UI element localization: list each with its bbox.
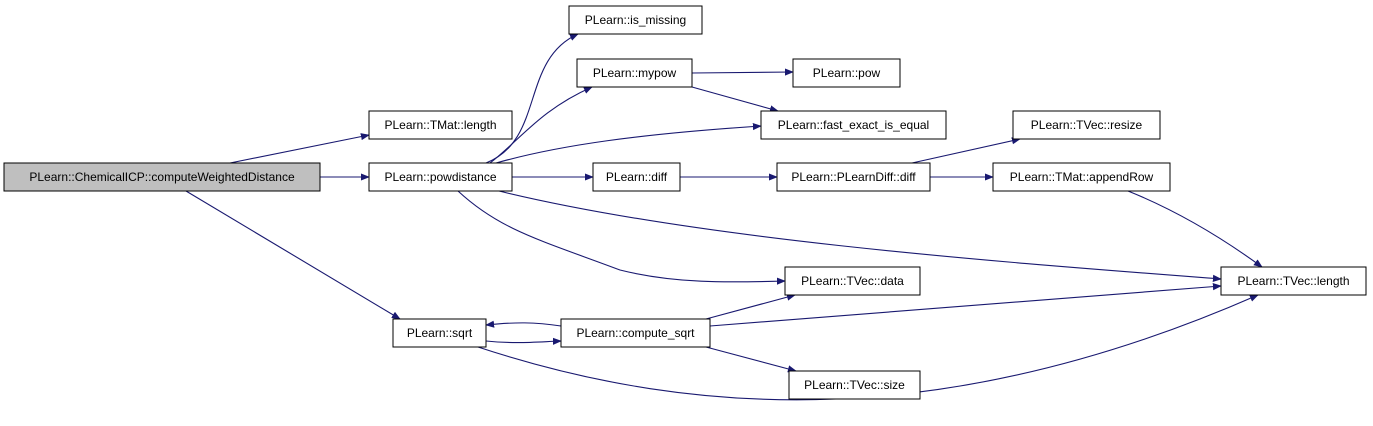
node-box[interactable] [784, 266, 921, 296]
node-label: PLearn::PLearnDiff::diff [791, 170, 916, 184]
node-plearndiff-diff[interactable]: PLearn::PLearnDiff::diff [776, 162, 931, 192]
node-label: PLearn::sqrt [407, 326, 473, 340]
edge-powdistance-to-is-missing [485, 33, 579, 164]
node-label: PLearn::powdistance [384, 170, 496, 184]
edge-compute-sqrt-to-tvec-data [705, 293, 796, 320]
node-sqrt[interactable]: PLearn::sqrt [392, 318, 487, 348]
node-label: PLearn::TVec::size [804, 378, 905, 392]
node-label: PLearn::TVec::resize [1031, 118, 1143, 132]
node-box[interactable] [776, 162, 931, 192]
node-label: PLearn::TVec::data [801, 274, 904, 288]
node-box[interactable] [792, 58, 901, 88]
node-box[interactable] [1012, 110, 1161, 140]
node-box[interactable] [576, 58, 693, 88]
node-box[interactable] [788, 370, 921, 400]
node-tvec-size[interactable]: PLearn::TVec::size [788, 370, 921, 400]
edge-arrow [911, 137, 1021, 164]
node-powdistance[interactable]: PLearn::powdistance [368, 162, 513, 192]
edge-powdistance-to-fast-exact-is-equal [495, 122, 762, 164]
node-diff[interactable]: PLearn::diff [592, 162, 681, 192]
node-label: PLearn::is_missing [585, 13, 686, 27]
edge-tmat-appendrow-to-tvec-length [1127, 190, 1263, 268]
node-box[interactable] [392, 318, 487, 348]
node-label: PLearn::TMat::appendRow [1010, 170, 1154, 184]
node-fast-exact-is-equal[interactable]: PLearn::fast_exact_is_equal [760, 110, 947, 140]
node-label: PLearn::mypow [593, 66, 677, 80]
edge-root-to-tmat-length [229, 133, 370, 164]
node-box[interactable] [368, 162, 513, 192]
node-label: PLearn::TVec::length [1237, 274, 1349, 288]
node-layer: PLearn::ChemicalICP::computeWeightedDist… [3, 5, 1367, 400]
node-box[interactable] [568, 5, 703, 35]
edge-powdistance-to-mypow [489, 86, 593, 164]
edge-arrow [709, 283, 1222, 327]
edge-arrow [485, 320, 562, 328]
node-label: PLearn::pow [813, 66, 881, 80]
node-label: PLearn::fast_exact_is_equal [778, 118, 929, 132]
node-box[interactable] [992, 162, 1171, 192]
node-box[interactable] [592, 162, 681, 192]
edge-powdistance-to-tvec-data [457, 190, 786, 285]
edge-arrow [691, 68, 794, 76]
edge-compute-sqrt-to-tvec-size [705, 346, 797, 373]
edge-plearndiff-diff-to-tvec-resize [911, 137, 1021, 164]
node-box[interactable] [760, 110, 947, 140]
node-box[interactable] [368, 110, 513, 140]
node-label: PLearn::compute_sqrt [576, 326, 695, 340]
edge-arrow [1127, 190, 1263, 268]
node-box[interactable] [560, 318, 711, 348]
edge-root-to-sqrt [185, 190, 401, 320]
edge-mypow-to-pow [691, 68, 794, 76]
edge-arrow [498, 190, 1222, 282]
edge-arrow [495, 122, 762, 164]
node-tvec-resize[interactable]: PLearn::TVec::resize [1012, 110, 1161, 140]
edge-sqrt-to-compute-sqrt [485, 337, 562, 345]
edge-compute-sqrt-to-tvec-length [709, 283, 1222, 327]
edge-arrow [229, 133, 370, 164]
edge-arrow [485, 33, 579, 164]
edge-layer [185, 33, 1263, 401]
edge-arrow [489, 86, 593, 164]
edge-arrow [185, 190, 401, 320]
edge-arrow [691, 86, 779, 113]
node-tmat-length[interactable]: PLearn::TMat::length [368, 110, 513, 140]
edge-compute-sqrt-to-sqrt [485, 320, 562, 328]
edge-arrow [485, 337, 562, 345]
node-label: PLearn::diff [606, 170, 668, 184]
edge-mypow-to-fast-exact-is-equal [691, 86, 779, 113]
node-is-missing[interactable]: PLearn::is_missing [568, 5, 703, 35]
node-tvec-length[interactable]: PLearn::TVec::length [1220, 266, 1367, 296]
node-box[interactable] [1220, 266, 1367, 296]
node-mypow[interactable]: PLearn::mypow [576, 58, 693, 88]
node-box[interactable] [3, 162, 321, 192]
edge-powdistance-to-tvec-length [498, 190, 1222, 282]
edge-arrow [705, 293, 796, 320]
node-pow[interactable]: PLearn::pow [792, 58, 901, 88]
node-label: PLearn::TMat::length [384, 118, 496, 132]
node-label: PLearn::ChemicalICP::computeWeightedDist… [29, 170, 295, 184]
node-tmat-appendrow[interactable]: PLearn::TMat::appendRow [992, 162, 1171, 192]
node-compute-sqrt[interactable]: PLearn::compute_sqrt [560, 318, 711, 348]
edge-arrow [457, 190, 786, 285]
node-tvec-data[interactable]: PLearn::TVec::data [784, 266, 921, 296]
edge-arrow [705, 346, 797, 373]
node-root[interactable]: PLearn::ChemicalICP::computeWeightedDist… [3, 162, 321, 192]
